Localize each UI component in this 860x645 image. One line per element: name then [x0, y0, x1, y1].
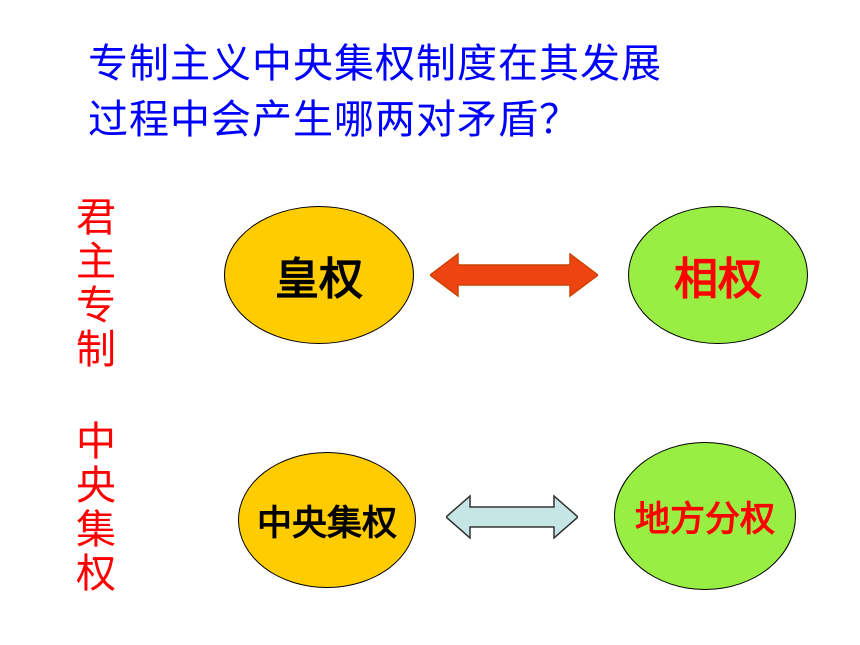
label-centralization-char: 集: [76, 507, 116, 553]
label-autocracy-char: 专: [76, 283, 116, 329]
local-power-ellipse: 地方分权: [614, 442, 796, 590]
question-line-2: 过程中会产生哪两对矛盾？: [88, 97, 580, 143]
label-autocracy-char: 君: [76, 195, 116, 241]
label-autocracy-char: 主: [76, 239, 116, 285]
double-arrow-light: [446, 494, 578, 540]
local-power-label: 地方分权: [634, 499, 775, 540]
double-arrow-red: [430, 252, 598, 298]
label-centralization-char: 中: [76, 419, 116, 465]
label-autocracy: 君 主 专 制: [70, 196, 122, 372]
label-autocracy-char: 制: [76, 327, 116, 373]
chancellor-power-ellipse: 相权: [628, 206, 808, 344]
label-centralization: 中 央 集 权: [70, 420, 122, 596]
question-title: 专制主义中央集权制度在其发展 过程中会产生哪两对矛盾？: [88, 36, 828, 148]
emperor-power-label: 皇权: [275, 254, 363, 305]
label-centralization-char: 权: [76, 551, 116, 597]
central-power-ellipse: 中央集权: [238, 452, 416, 588]
question-line-1: 专制主义中央集权制度在其发展: [88, 41, 662, 87]
chancellor-power-label: 相权: [674, 254, 762, 305]
central-power-label: 中央集权: [256, 503, 397, 544]
emperor-power-ellipse: 皇权: [224, 206, 414, 344]
label-centralization-char: 央: [76, 463, 116, 509]
